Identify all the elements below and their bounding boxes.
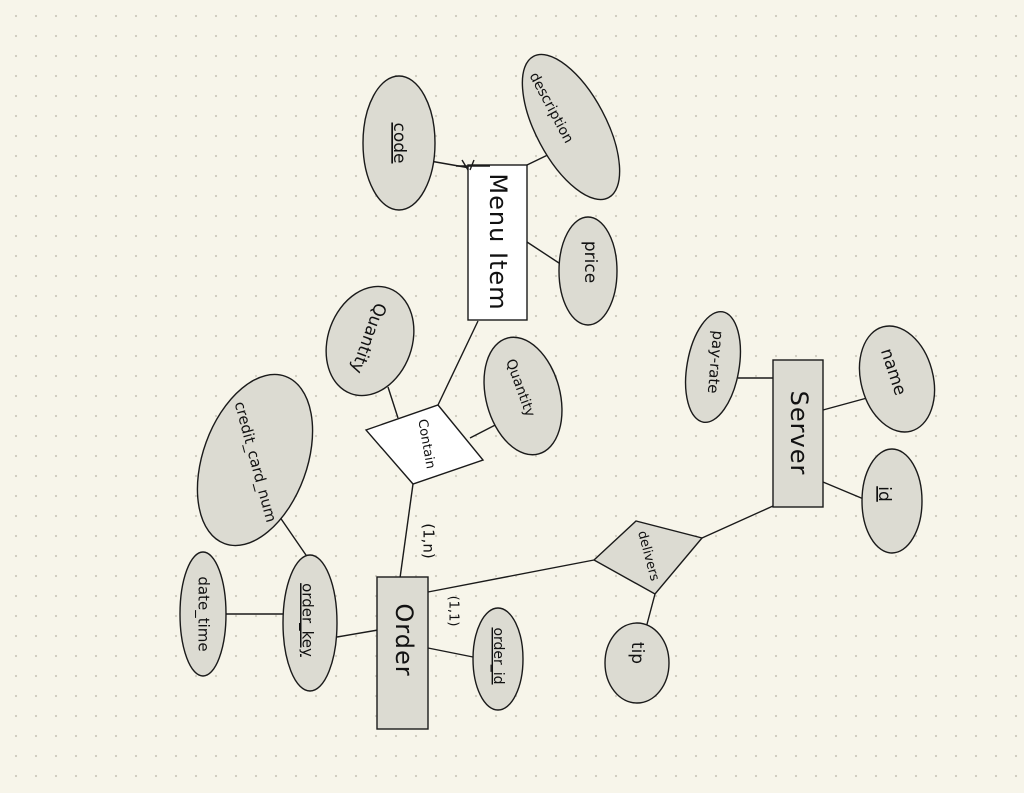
- line-code-menuitem: [429, 160, 471, 169]
- entity-menu-item-box: [467, 164, 528, 321]
- attr-code-label: code: [389, 123, 409, 164]
- line-quantityleft-contain: [387, 386, 399, 419]
- attr-id-ellipse: [861, 448, 923, 554]
- relationship-delivers-diamond: [592, 520, 704, 595]
- relationship-delivers[interactable]: delivers: [592, 520, 704, 595]
- relationship-contain[interactable]: Contain: [364, 404, 485, 485]
- attr-price-ellipse: [558, 216, 618, 326]
- attr-date-time[interactable]: date_time: [179, 551, 227, 677]
- line-order-delivers: [427, 559, 595, 593]
- attr-order-id-label: order_id: [490, 627, 506, 684]
- attr-description-ellipse: [521, 53, 621, 201]
- line-id-server: [822, 481, 867, 501]
- attr-credit-card-num-ellipse: [196, 373, 314, 547]
- attr-tip-label: tip: [627, 642, 647, 664]
- cardinality-order-delivers: (1,1): [446, 596, 461, 627]
- entity-menu-item[interactable]: Menu Item: [456, 159, 528, 321]
- attr-date-time-ellipse: [179, 551, 227, 677]
- attr-order-id-ellipse: [472, 607, 524, 711]
- attr-code-ellipse: [362, 75, 436, 211]
- entity-order[interactable]: Order: [376, 576, 429, 730]
- attr-name-ellipse: [858, 325, 936, 433]
- attr-order-key-ellipse: [282, 554, 338, 692]
- menu-item-connector-mark: [456, 159, 490, 171]
- entity-order-label: Order: [390, 603, 418, 676]
- entity-menu-item-label: Menu Item: [484, 173, 512, 310]
- attr-quantity-left-ellipse: [325, 285, 415, 397]
- entity-server-box: [772, 359, 824, 508]
- line-orderkey-order: [336, 629, 379, 638]
- entity-server-label: Server: [785, 391, 813, 476]
- attr-price[interactable]: price: [558, 216, 618, 326]
- attr-price-label: price: [580, 241, 600, 283]
- line-delivers-tip: [645, 593, 656, 629]
- attr-quantity-right-ellipse: [483, 336, 563, 456]
- attr-tip[interactable]: tip: [604, 622, 670, 704]
- attr-quantity-right[interactable]: Quantity: [472, 328, 575, 463]
- relationship-contain-diamond: [364, 404, 485, 485]
- attr-order-key[interactable]: order_key: [282, 554, 338, 692]
- attr-pay-rate-ellipse: [684, 310, 742, 424]
- attr-order-id[interactable]: order_id: [472, 607, 524, 711]
- attr-tip-ellipse: [604, 622, 670, 704]
- entity-server[interactable]: Server: [772, 359, 824, 508]
- line-contain-order: [399, 483, 414, 579]
- attr-quantity-left[interactable]: Quantity: [311, 274, 428, 408]
- attr-date-time-label: date_time: [194, 576, 213, 651]
- line-orderid-order: [427, 647, 479, 659]
- attr-code[interactable]: code: [362, 75, 436, 211]
- attr-id-label: id: [874, 486, 894, 502]
- attr-pay-rate-label: pay-rate: [704, 330, 727, 395]
- line-delivers-server: [701, 505, 774, 539]
- attr-name[interactable]: name: [848, 318, 945, 441]
- attr-pay-rate[interactable]: pay-rate: [678, 307, 749, 426]
- cardinality-contain-order: (1,n): [420, 523, 438, 559]
- attr-credit-card-num[interactable]: credit_card_num: [176, 359, 335, 562]
- line-menuitem-contain: [437, 320, 479, 406]
- attr-id[interactable]: id: [861, 448, 923, 554]
- entity-order-box: [376, 576, 429, 730]
- line-price-menuitem: [526, 241, 563, 266]
- attr-order-key-label: order_key: [298, 583, 317, 657]
